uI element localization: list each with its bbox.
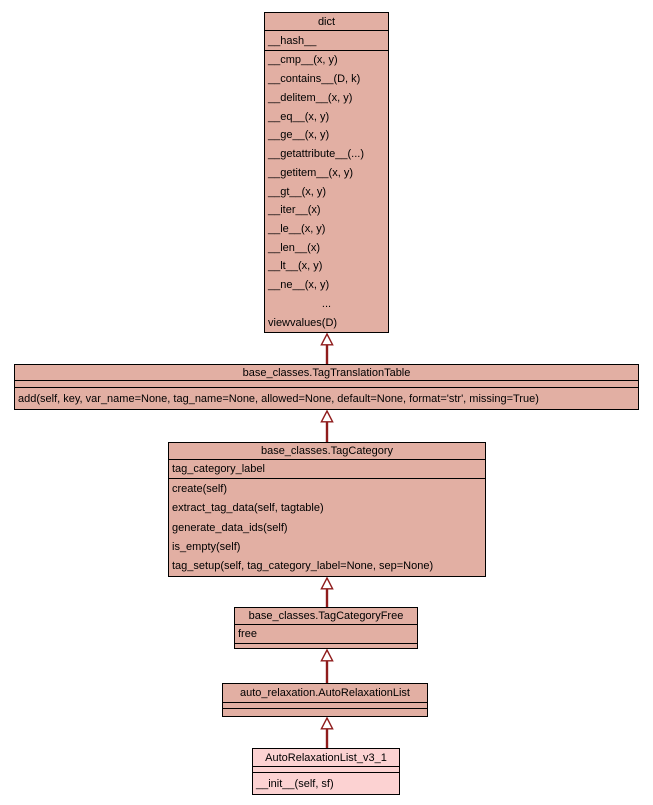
class-box-autorelaxationlist-v3-1: AutoRelaxationList_v3_1 __init__(self, s…: [252, 748, 400, 795]
inheritance-arrow-autorelaxationlist-to-tagcategoryfree: [320, 649, 334, 683]
class-title: dict: [317, 15, 336, 28]
method-row: __len__(x): [268, 241, 320, 254]
method-row: tag_setup(self, tag_category_label=None,…: [172, 560, 434, 573]
attributes-section: free: [235, 624, 417, 643]
class-box-dict: dict __hash__ __cmp__(x, y) __contains__…: [264, 12, 389, 333]
hollow-triangle-arrowhead-icon: [320, 717, 334, 730]
class-title: base_classes.TagCategoryFree: [248, 610, 404, 622]
method-row: __getattribute__(...): [268, 148, 365, 161]
methods-section: __init__(self, sf): [253, 772, 399, 794]
method-row: viewvalues(D): [268, 316, 338, 329]
class-box-tagcategoryfree: base_classes.TagCategoryFree free: [234, 607, 418, 649]
attribute-row: __hash__: [268, 34, 317, 47]
attributes-section: tag_category_label: [169, 459, 485, 478]
method-row: __ne__(x, y): [268, 279, 330, 292]
class-title: base_classes.TagTranslationTable: [242, 366, 411, 379]
hollow-triangle-arrowhead-icon: [320, 577, 334, 590]
methods-section-empty: [235, 643, 417, 648]
method-row: __contains__(D, k): [268, 73, 361, 86]
method-row: __init__(self, sf): [256, 777, 334, 790]
methods-section-empty: [223, 708, 427, 716]
method-row: create(self): [172, 482, 228, 495]
method-row: is_empty(self): [172, 540, 241, 553]
hollow-triangle-arrowhead-icon: [320, 333, 334, 346]
method-row: add(self, key, var_name=None, tag_name=N…: [18, 392, 539, 405]
attributes-section-empty: [223, 702, 427, 708]
attributes-section-empty: [15, 380, 638, 387]
attribute-row: tag_category_label: [172, 463, 265, 475]
attributes-section-empty: [253, 766, 399, 772]
hollow-triangle-arrowhead-icon: [320, 649, 334, 662]
method-row: __lt__(x, y): [268, 260, 323, 273]
method-row: extract_tag_data(self, tagtable): [172, 502, 324, 515]
inheritance-arrow-tagcategoryfree-to-tagcategory: [320, 577, 334, 607]
method-row: __iter__(x): [268, 204, 321, 217]
method-row: __getitem__(x, y): [268, 166, 353, 179]
class-box-autorelaxationlist: auto_relaxation.AutoRelaxationList: [222, 683, 428, 717]
class-box-tagcategory: base_classes.TagCategory tag_category_la…: [168, 442, 486, 577]
ellipsis-row: ...: [321, 297, 332, 310]
method-row: __eq__(x, y): [268, 110, 330, 123]
method-row: __ge__(x, y): [268, 129, 330, 142]
methods-section: add(self, key, var_name=None, tag_name=N…: [15, 387, 638, 409]
inheritance-arrow-tagtranslationtable-to-dict: [320, 333, 334, 364]
methods-section: __cmp__(x, y) __contains__(D, k) __delit…: [265, 50, 388, 332]
method-row: __delitem__(x, y): [268, 91, 353, 104]
method-row: __le__(x, y): [268, 222, 326, 235]
inheritance-arrow-autorelaxationlistv31-to-autorelaxationlist: [320, 717, 334, 748]
class-title: base_classes.TagCategory: [260, 445, 394, 457]
hollow-triangle-arrowhead-icon: [320, 410, 334, 423]
attribute-row: free: [238, 628, 257, 640]
method-row: __cmp__(x, y): [268, 54, 338, 67]
methods-section: create(self) extract_tag_data(self, tagt…: [169, 478, 485, 576]
class-title: AutoRelaxationList_v3_1: [265, 751, 387, 764]
class-title: auto_relaxation.AutoRelaxationList: [239, 687, 410, 699]
method-row: generate_data_ids(self): [172, 521, 288, 534]
attributes-section: __hash__: [265, 30, 388, 50]
method-row: __gt__(x, y): [268, 185, 327, 198]
inheritance-arrow-tagcategory-to-tagtranslationtable: [320, 410, 334, 442]
class-box-tagtranslationtable: base_classes.TagTranslationTable add(sel…: [14, 364, 639, 410]
